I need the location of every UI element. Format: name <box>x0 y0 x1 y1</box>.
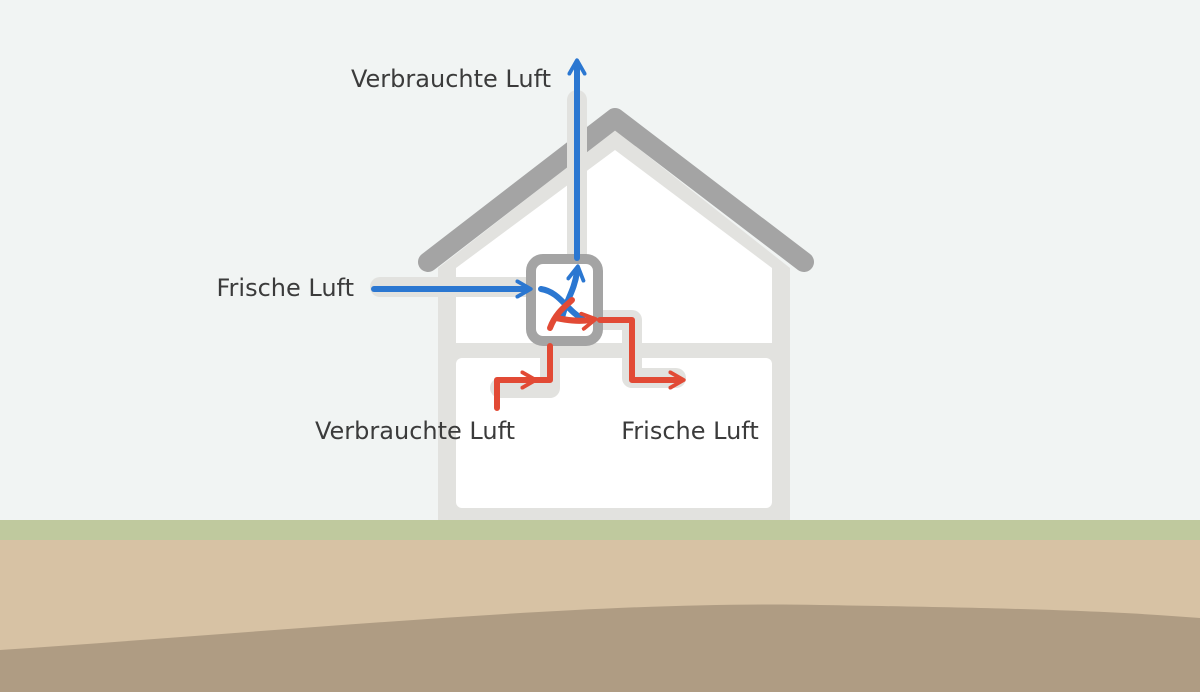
label-exhaust-out: Verbrauchte Luft <box>351 65 551 93</box>
unit-warm-curve <box>547 297 575 331</box>
unit-warm-out <box>553 311 598 331</box>
warm-air-flow <box>494 297 686 411</box>
label-fresh-in: Frische Luft <box>217 274 355 302</box>
exhaust-in-arrow <box>494 370 538 411</box>
roof <box>418 108 814 272</box>
cold-air-flow <box>371 58 587 323</box>
unit-cold-curve-b <box>559 264 586 321</box>
exhaust-in-riser <box>527 343 553 383</box>
label-exhaust-in: Verbrauchte Luft <box>315 417 515 445</box>
label-fresh-out: Frische Luft <box>621 417 759 445</box>
fresh-out-arrow <box>597 317 686 390</box>
grass-strip <box>0 520 1200 540</box>
subsoil <box>0 604 1200 692</box>
